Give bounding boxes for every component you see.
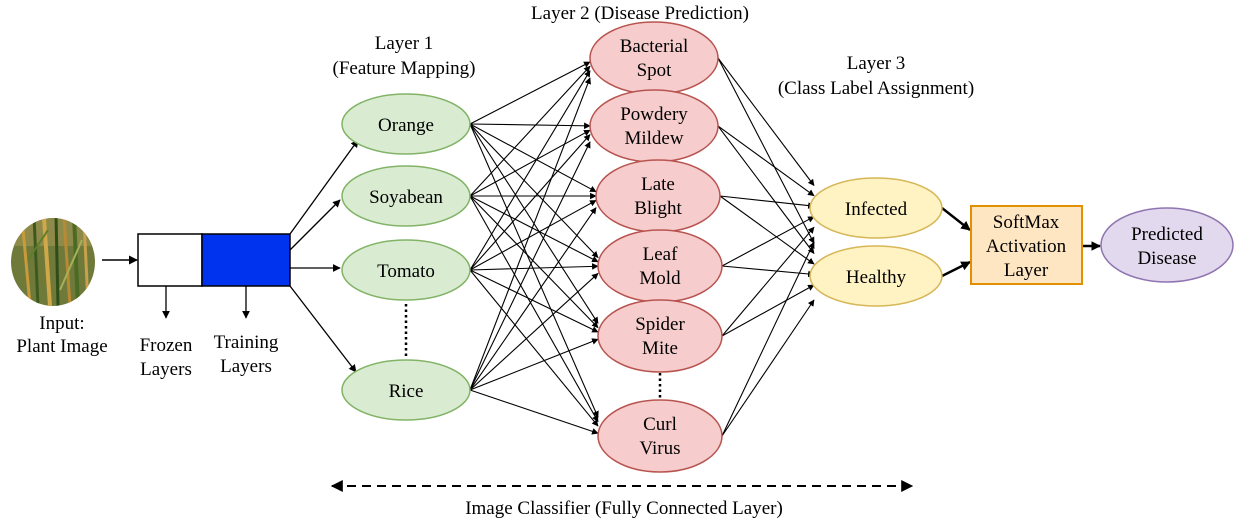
input-label-line2: Plant Image [16,336,107,357]
layer2-node: Curl Virus [597,399,723,473]
layer1-to-layer2-edge [469,123,597,193]
layer2-to-layer3-edge [721,284,815,337]
layer1-node: Soyabean [341,165,471,227]
frozen-layers-block [137,233,203,287]
layer2-node-label: Leaf [643,244,678,265]
layer1-node: Orange [341,93,471,155]
layer1-to-layer2-edge [469,338,599,391]
layer2-nodes: Bacterial Spot Powdery Mildew Late Bligh… [589,21,723,473]
layer2-node-label: Late [641,174,675,195]
layer1-node-label: Tomato [377,261,435,282]
layer3-node: Infected [809,177,943,239]
layer2-node: Powdery Mildew [589,89,719,163]
layer2-node-label: Mold [639,268,681,289]
layer3-to-softmax-edge [941,260,971,278]
layer2-to-layer3-edge [719,195,815,265]
layer1-node-label: Rice [389,381,424,402]
frozen-label-line1: Frozen [140,335,193,356]
layer1-to-layer2-edge [469,272,599,391]
layer2-to-layer3-edge [717,57,815,187]
layer2-node-label: Mildew [624,128,683,149]
layer3-node-label: Infected [845,199,908,220]
layer2-to-layer3-edge [721,226,815,337]
training-label-line1: Training [214,332,279,353]
frozen-label-line2: Layers [140,359,192,380]
predicted-disease-node: Predicted Disease [1100,207,1234,283]
cnn-to-layer1-edge [289,285,357,373]
layer1-to-layer2-edge [469,263,599,271]
layer1-to-layer2-edge [469,195,599,329]
layer2-to-layer3-edge [719,195,815,209]
layer2-node-label: Blight [634,198,682,219]
layer1-to-layer2-edge [469,269,599,427]
layer3-heading-line2: (Class Label Assignment) [778,78,974,99]
layer2-to-layer3-edge [721,299,815,437]
layer3-nodes: Infected Healthy [809,177,943,307]
layer2-to-layer3-edge [721,216,815,267]
layer1-heading-line2: (Feature Mapping) [333,58,476,79]
classifier-caption: Image Classifier (Fully Connected Layer) [465,498,783,519]
layer2-node: Bacterial Spot [589,21,719,95]
layer1-node: Tomato [341,239,471,301]
layer1-to-layer2-edge [469,122,591,130]
layer2-node-label: Virus [639,438,680,459]
training-layers-block [201,233,291,287]
connection-edges [102,57,1101,437]
softmax-label-line3: Layer [1004,260,1049,281]
plant-image [11,218,95,306]
cnn-to-layer1-edge [289,139,359,235]
layer2-to-layer3-edge [717,57,815,244]
layer1-to-layer2-edge [469,389,599,435]
layer1-nodes: Orange Soyabean Tomato Rice [341,93,471,421]
output-label-line1: Predicted [1131,224,1203,245]
layer2-node-label: Powdery [620,104,688,125]
layer1-to-layer2-edge [469,207,597,391]
layer1-to-layer2-edge [469,123,599,418]
layer1-node-label: Soyabean [369,187,443,208]
layer1-to-layer2-edge [469,141,591,391]
softmax-layer-box: SoftMax Activation Layer [970,205,1083,285]
layer2-node-label: Curl [643,414,677,435]
layer1-to-layer2-edge [469,134,591,271]
layer2-node-label: Bacterial [620,36,689,57]
layer2-node-label: Mite [642,338,678,359]
layer2-node: Spider Mite [597,299,723,373]
layer2-node: Late Blight [595,159,721,233]
layer1-to-layer2-edge [469,129,591,197]
output-label-line2: Disease [1137,248,1196,269]
softmax-label-line2: Activation [986,236,1067,257]
layer1-to-layer2-edge [469,70,591,271]
layer3-heading-line1: Layer 3 [847,53,906,74]
layer1-node-label: Orange [378,115,434,136]
layer2-to-layer3-edge [717,125,815,255]
layer2-heading: Layer 2 (Disease Prediction) [531,3,749,24]
layer1-to-layer2-edge [469,195,599,263]
layer1-heading-line1: Layer 1 [375,33,434,54]
training-label-line2: Layers [220,356,272,377]
layer1-to-layer2-edge [469,77,591,391]
layer1-to-layer2-edge [469,65,591,197]
layer3-to-softmax-edge [941,207,971,231]
layer2-to-layer3-edge [721,241,815,437]
layer1-to-layer2-edge [469,269,599,333]
layer1-to-layer2-edge [469,61,591,125]
layer3-node-label: Healthy [846,267,907,288]
layer2-node: Leaf Mold [597,229,723,303]
cnn-to-layer1-edge [289,199,341,251]
layer2-node-label: Spider [635,314,685,335]
layer2-node-label: Spot [637,60,673,81]
softmax-label-line1: SoftMax [993,212,1060,233]
input-label-line1: Input: [39,313,84,334]
layer1-to-layer2-edge [469,195,599,423]
layer1-node: Rice [341,359,471,421]
layer3-node: Healthy [809,245,943,307]
layer2-to-layer3-edge [717,125,815,197]
layer1-to-layer2-edge [469,199,597,271]
layer2-to-layer3-edge [721,265,815,278]
